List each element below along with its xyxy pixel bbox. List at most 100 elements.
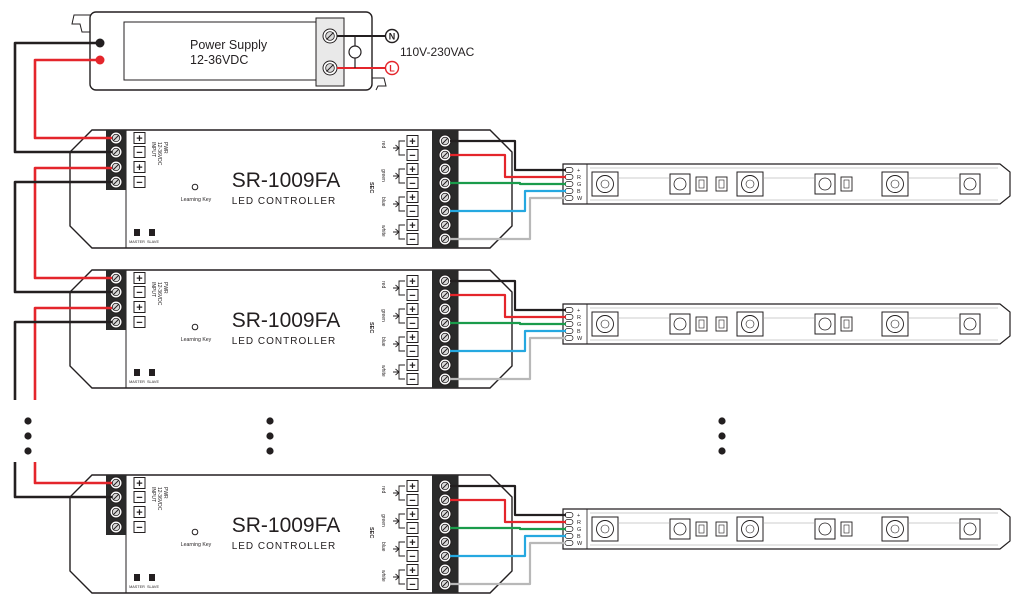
output-polarity-mark: + (406, 219, 419, 232)
chip-marking (963, 317, 977, 331)
continuation-dots-right (718, 417, 726, 455)
output-terminal-1 (438, 479, 452, 493)
screw-slot (112, 508, 120, 516)
wire-strip-1-green (450, 181, 566, 186)
continuation-dot (24, 417, 32, 425)
solder-pad (564, 519, 574, 525)
polarity-box (406, 205, 419, 217)
screw-slot (112, 288, 120, 296)
wire-strip-2-common (450, 279, 566, 312)
input-terminal-2 (109, 145, 123, 159)
screw-slot (326, 32, 334, 40)
input-label-line: PWR (162, 282, 168, 294)
polarity-box (406, 275, 419, 287)
polarity-box (133, 506, 146, 518)
screw-slot (441, 165, 449, 173)
channel-label-blue: blue (380, 197, 386, 207)
driver-chip (814, 518, 836, 540)
chip-marking (673, 522, 687, 536)
polarity-sign: − (409, 150, 415, 162)
polarity-box (133, 521, 146, 533)
output-terminal-6 (438, 344, 452, 358)
output-polarity-mark: − (406, 373, 419, 386)
resistor-mark (843, 179, 850, 189)
screw-slot (112, 318, 120, 326)
pad-label: R (577, 520, 581, 526)
polarity-sign: − (136, 287, 142, 299)
input-label-line: INPUT (150, 487, 156, 502)
screw-slot (441, 277, 449, 285)
master-switch (134, 369, 140, 376)
power-supply-voltage: 12-36VDC (190, 53, 248, 67)
input-terminal-4 (109, 315, 123, 329)
input-label-line: INPUT (150, 142, 156, 157)
screw-slot (441, 347, 449, 355)
led-die (745, 319, 755, 329)
resistor (840, 176, 853, 192)
polarity-box (406, 149, 419, 161)
screw-slot (441, 291, 449, 299)
slave-label: SLAVE (147, 380, 159, 384)
led-die (890, 524, 900, 534)
wires (13, 41, 566, 586)
polarity-box (133, 176, 146, 188)
continuation-dot (718, 417, 726, 425)
screw-slot (441, 510, 449, 518)
screw-slot (112, 178, 120, 186)
polarity-sign: + (409, 332, 415, 344)
wire-negative-link-continued (13, 320, 112, 400)
polarity-sign: + (136, 302, 142, 314)
resistor (715, 176, 728, 192)
solder-pad (564, 533, 574, 539)
resistor-mark (718, 179, 725, 189)
input-terminal-block (106, 270, 126, 330)
pad-label: G (577, 322, 581, 328)
led-chip (881, 171, 909, 197)
wire-strip-3-white (450, 541, 566, 586)
polarity-sign: − (409, 346, 415, 358)
polarity-sign: − (409, 523, 415, 535)
channel-label-green: green (380, 514, 386, 527)
output-polarity-mark: − (406, 494, 419, 507)
polarity-box (133, 477, 146, 489)
screw-slot (112, 523, 120, 531)
strip-outline (562, 508, 1011, 550)
wire-positive-link-continued (33, 306, 112, 400)
continuation-dot (266, 447, 274, 455)
resistor-mark (843, 319, 850, 329)
output-polarity-mark: + (406, 135, 419, 148)
polarity-sign: + (409, 220, 415, 232)
wire-negative-link-last (13, 462, 112, 499)
output-terminal-3 (438, 162, 452, 176)
strip-trace (590, 307, 998, 341)
channel-label-white: white (380, 570, 386, 582)
output-polarity-mark: − (406, 177, 419, 190)
screw-slot (112, 493, 120, 501)
output-terminal-block (432, 130, 458, 248)
polarity-sign: − (136, 147, 142, 159)
polarity-sign: + (409, 136, 415, 148)
screw-slot (441, 179, 449, 187)
polarity-sign: − (409, 178, 415, 190)
led-die (890, 319, 900, 329)
driver-chip (959, 313, 981, 335)
channel-driver-symbol (393, 364, 405, 380)
screw-slot (441, 552, 449, 560)
learning-key-label: Learning Key (181, 197, 212, 203)
input-label-line: PWR (162, 142, 168, 154)
ac-input-voltage: 110V-230VAC (400, 45, 475, 59)
controller-subtitle: LED CONTROLLER (232, 336, 337, 347)
strip-outline (562, 303, 1011, 345)
output-polarity-mark: − (406, 233, 419, 246)
resistor (695, 316, 708, 332)
polarity-box (133, 132, 146, 144)
polarity-sign: − (409, 234, 415, 246)
solder-pad (564, 314, 574, 320)
polarity-box (133, 161, 146, 173)
led-die (600, 179, 610, 189)
driver-chip (959, 173, 981, 195)
led-chip (881, 311, 909, 337)
